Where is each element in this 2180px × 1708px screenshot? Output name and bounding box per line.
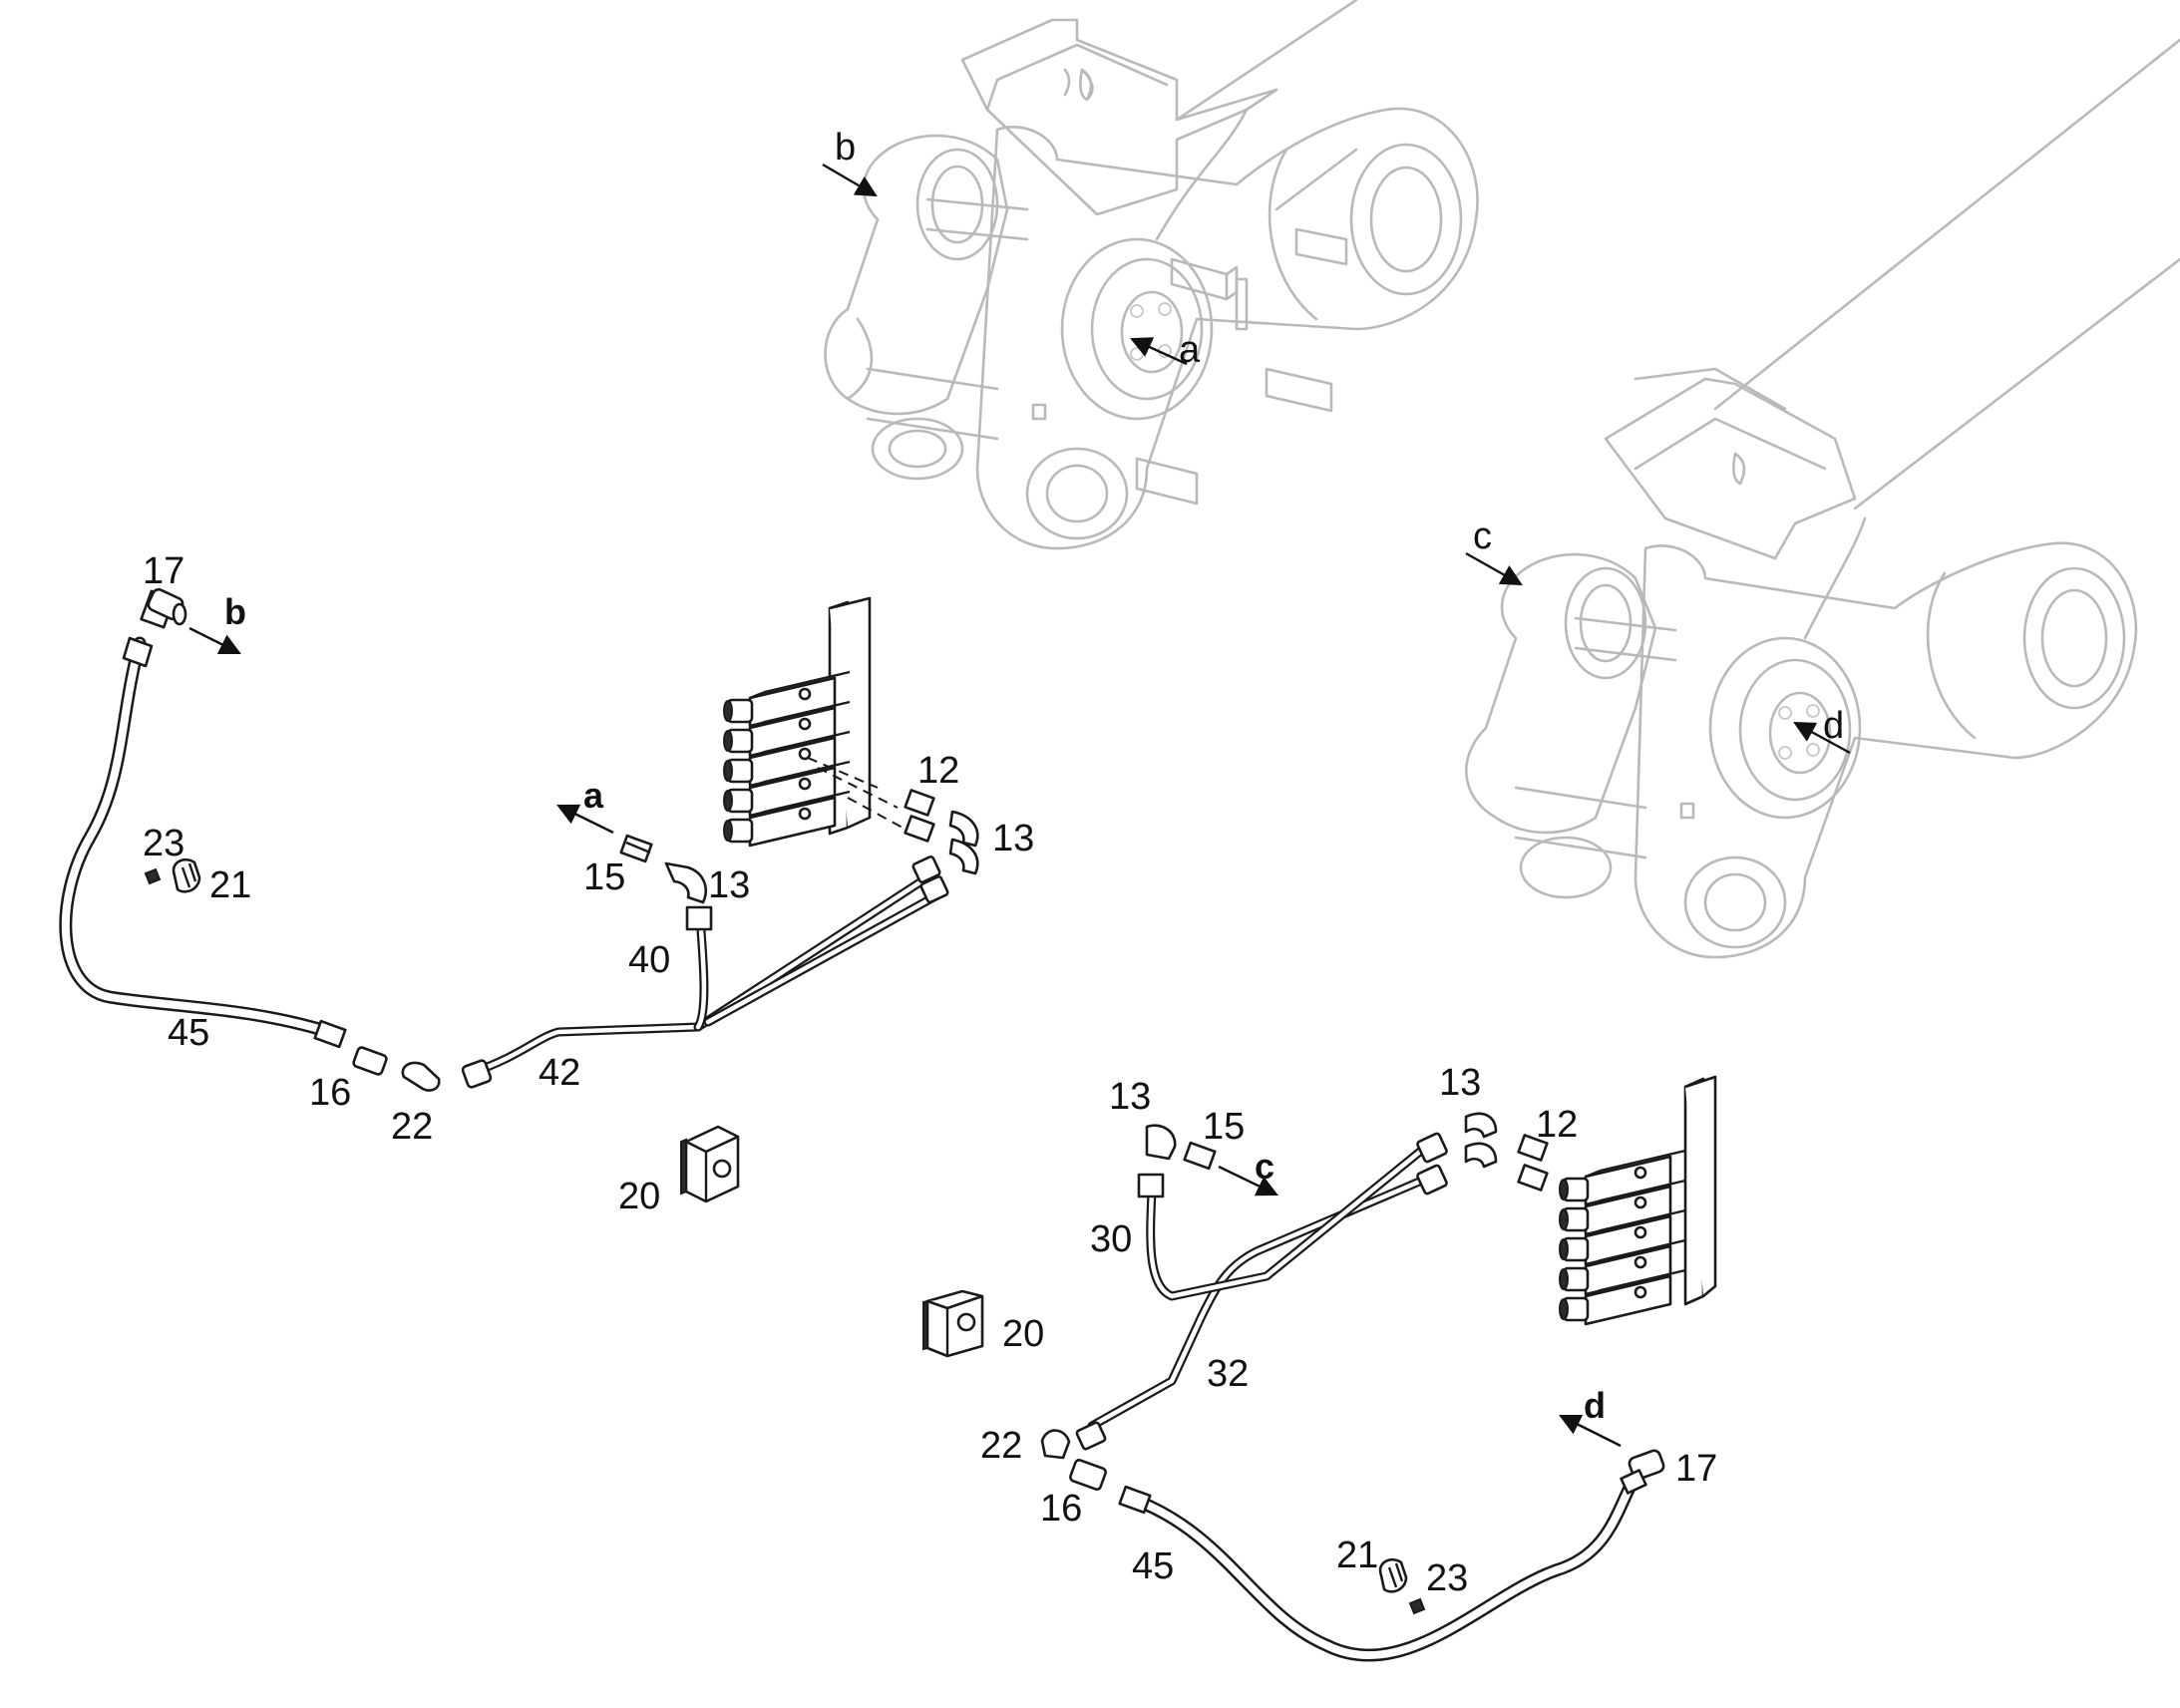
part-labels: 17 23 21 45 16 22 42 40 15 13 12 13 20 1…: [143, 550, 1717, 1599]
boom-head-assembly-right: [1465, 38, 2180, 959]
view-letters: b a c d b a c d: [224, 127, 1844, 1426]
valve-segment: [723, 670, 851, 728]
hose-clamp-right: [1378, 1557, 1426, 1615]
view-arrows-assemblies: [822, 163, 1851, 755]
valve-segment: [723, 730, 851, 788]
view-letter-d-hose: d: [1584, 1385, 1606, 1426]
label-23-right: 23: [1426, 1557, 1468, 1599]
left-hose-system: [59, 587, 979, 1092]
valve-segment: [1559, 1268, 1686, 1326]
mounting-bracket-left: [680, 1125, 740, 1203]
label-20-right: 20: [1002, 1313, 1044, 1355]
label-32: 32: [1207, 1353, 1249, 1395]
label-17-left: 17: [143, 550, 184, 592]
view-letter-b-hose: b: [224, 591, 246, 632]
distribution-block-left: [723, 596, 904, 848]
label-12-right: 12: [1536, 1104, 1578, 1146]
label-20-left: 20: [618, 1176, 660, 1217]
view-letter-a-assembly: a: [1179, 329, 1201, 371]
valve-segment: [723, 760, 851, 818]
label-22-left: 22: [391, 1106, 433, 1148]
label-45-right: 45: [1132, 1545, 1174, 1587]
view-letter-c-assembly: c: [1473, 515, 1492, 557]
label-16-right: 16: [1040, 1488, 1082, 1530]
valve-segment: [1559, 1208, 1686, 1266]
hose-clamp-left: [144, 857, 201, 893]
label-21-left: 21: [209, 864, 251, 906]
label-15-right: 15: [1203, 1106, 1245, 1148]
view-arrows-hoses: [188, 626, 1622, 1448]
label-17-right: 17: [1675, 1448, 1717, 1490]
view-letter-a-valve: a: [583, 775, 604, 816]
label-22-right: 22: [980, 1425, 1022, 1467]
valve-segment: [1559, 1238, 1686, 1296]
mounting-bracket-right: [922, 1289, 984, 1358]
label-21-right: 21: [1336, 1535, 1378, 1576]
view-letter-c-fitting: c: [1255, 1146, 1274, 1187]
label-12-left: 12: [917, 750, 959, 792]
label-40: 40: [628, 939, 670, 981]
boom-head-assembly-top: [824, 0, 1479, 550]
label-15-left: 15: [583, 856, 625, 898]
label-30: 30: [1090, 1218, 1132, 1260]
label-16-left: 16: [309, 1072, 351, 1114]
view-letter-b-assembly: b: [835, 127, 856, 169]
label-13-valve: 13: [708, 864, 750, 906]
label-13-right: 13: [1109, 1076, 1151, 1118]
view-letter-d-assembly: d: [1823, 705, 1844, 747]
fitting-17-left: [147, 587, 187, 626]
label-45-left: 45: [168, 1012, 209, 1054]
label-42: 42: [539, 1052, 580, 1094]
right-hose-system: [1040, 1112, 1665, 1662]
label-13-right-block: 13: [1439, 1062, 1481, 1104]
valve-segment: [723, 790, 851, 848]
distribution-block-right: [1559, 1075, 1717, 1326]
label-23-left: 23: [143, 823, 184, 864]
label-13-left-block: 13: [992, 818, 1034, 859]
